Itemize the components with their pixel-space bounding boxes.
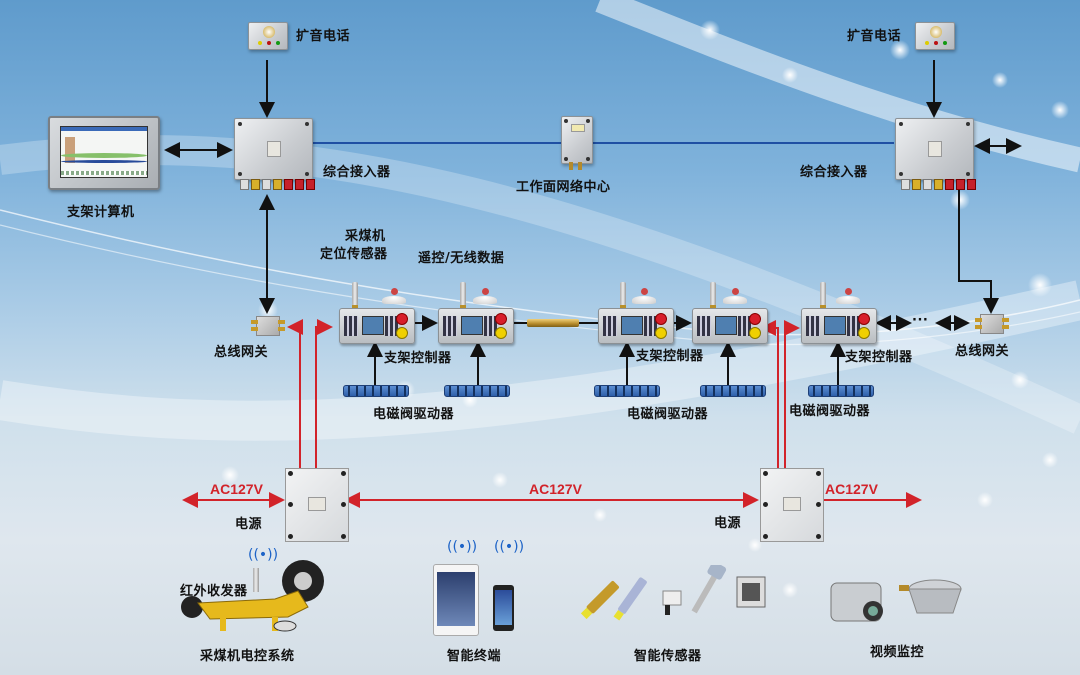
power-supply-right[interactable] (760, 468, 824, 542)
cable-coupler (527, 319, 579, 327)
wireless-dome-icon (382, 288, 406, 304)
ir-transceiver-device (253, 568, 259, 592)
power-supply-left[interactable] (285, 468, 349, 542)
support-controller-label-3: 支架控制器 (845, 350, 913, 365)
ir-transceiver-label: 红外收发器 (180, 584, 248, 599)
smart-terminal-label: 智能终端 (447, 649, 502, 664)
network-center-connectors (569, 162, 583, 170)
ac-voltage-left-label: AC127V (210, 481, 263, 497)
speaker-phone-left-device[interactable] (248, 22, 288, 50)
ac-voltage-right-label: AC127V (825, 481, 878, 497)
bus-gateway-left-label: 总线网关 (214, 345, 269, 360)
antenna-icon (820, 282, 826, 310)
wireless-dome-icon (632, 288, 656, 304)
valve-driver-label-1: 电磁阀驱动器 (373, 407, 455, 422)
valve-driver-2[interactable] (444, 385, 510, 397)
antenna-icon (710, 282, 716, 310)
line-access-right-gateway (958, 186, 999, 314)
smart-sensor-label: 智能传感器 (634, 649, 702, 664)
tablet-icon (433, 564, 479, 636)
speaker-phone-right-label: 扩音电话 (847, 29, 902, 44)
ac-voltage-middle-label: AC127V (529, 481, 582, 497)
power-line-right-1 (760, 320, 779, 468)
bus-gateway-right-device[interactable] (975, 314, 1009, 334)
access-unit-left-ports (240, 179, 315, 190)
wireless-dome-icon (836, 288, 860, 304)
power-right-label: 电源 (714, 516, 742, 531)
ellipsis-label: ··· (912, 313, 929, 328)
support-controller-2[interactable] (438, 308, 514, 344)
bus-gateway-right-label: 总线网关 (955, 344, 1010, 359)
power-line-left-2 (315, 319, 333, 468)
support-computer-label: 支架计算机 (67, 205, 135, 220)
access-unit-right-ports (901, 179, 976, 190)
face-network-center-label: 工作面网络中心 (516, 180, 611, 195)
wifi-icon: ((•)) (447, 539, 478, 555)
remote-wireless-label: 遥控/无线数据 (418, 251, 505, 266)
support-controller-4[interactable] (692, 308, 768, 344)
shearer-control-label: 采煤机电控系统 (200, 649, 295, 664)
face-network-center-device[interactable] (561, 116, 593, 164)
support-controller-1[interactable] (339, 308, 415, 344)
wifi-icon: ((•)) (494, 539, 525, 555)
support-computer-device[interactable] (48, 116, 160, 190)
power-left-label: 电源 (235, 517, 263, 532)
valve-driver-label-3: 电磁阀驱动器 (789, 404, 871, 419)
access-unit-left-label: 综合接入器 (323, 165, 391, 180)
antenna-icon (352, 282, 358, 310)
wifi-icon: ((•)) (248, 547, 279, 563)
access-unit-right-device[interactable] (895, 118, 974, 180)
speaker-phone-right-device[interactable] (915, 22, 955, 50)
wireless-dome-icon (723, 288, 747, 304)
power-line-right-2 (784, 320, 800, 468)
phone-icon (493, 585, 514, 631)
support-controller-3[interactable] (598, 308, 674, 344)
valve-driver-1[interactable] (343, 385, 409, 397)
valve-driver-4[interactable] (700, 385, 766, 397)
valve-driver-5[interactable] (808, 385, 874, 397)
shearer-position-sensor-label-2: 定位传感器 (320, 247, 388, 262)
antenna-icon (620, 282, 626, 310)
antenna-icon (460, 282, 466, 310)
support-controller-5[interactable] (801, 308, 877, 344)
shearer-icon (181, 560, 324, 632)
video-monitor-label: 视频监控 (870, 645, 925, 660)
computer-screen (60, 126, 148, 178)
power-line-left-1 (287, 319, 303, 468)
valve-driver-label-2: 电磁阀驱动器 (627, 407, 709, 422)
access-unit-right-label: 综合接入器 (800, 165, 868, 180)
support-controller-label-2: 支架控制器 (636, 349, 704, 364)
valve-driver-3[interactable] (594, 385, 660, 397)
support-controller-label-1: 支架控制器 (384, 351, 452, 366)
access-unit-left-device[interactable] (234, 118, 313, 180)
shearer-position-sensor-label-1: 采煤机 (345, 229, 386, 244)
speaker-phone-left-label: 扩音电话 (296, 29, 351, 44)
camera-icon (830, 579, 962, 622)
wireless-dome-icon (473, 288, 497, 304)
smart-sensors-icon (580, 565, 766, 621)
bus-gateway-left-device[interactable] (251, 316, 285, 336)
